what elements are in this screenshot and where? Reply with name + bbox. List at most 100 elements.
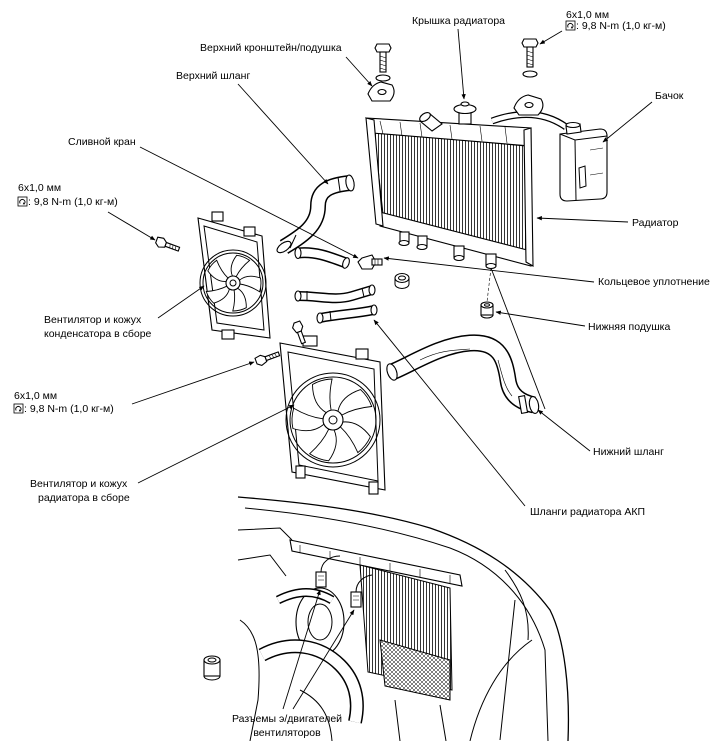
bolt-radiator-shroud	[254, 351, 281, 366]
leader-reservoir	[602, 101, 653, 143]
label-condenser-fan-line1: Вентилятор и кожух	[44, 314, 142, 326]
radiator-fan-shroud-assembly	[279, 335, 386, 495]
torque-bolt-size: 6x1,0 мм	[18, 182, 61, 194]
leader-lines	[107, 28, 653, 710]
reservoir-tank	[490, 110, 608, 202]
shroud-leg	[295, 465, 306, 479]
hose-end	[386, 363, 398, 381]
shroud-tab	[221, 329, 235, 340]
label-reservoir: Бачок	[655, 90, 684, 102]
fan-ring	[289, 376, 377, 464]
fan-blade	[238, 275, 262, 293]
reservoir-front-edge	[574, 139, 577, 201]
upper-cushion	[522, 70, 538, 78]
fan-blade	[339, 421, 371, 454]
torque-value: : 9,8 N-m (1,0 кг-м)	[24, 403, 114, 415]
leader-torque-left	[107, 211, 156, 241]
leader-torque-lower	[131, 361, 255, 405]
leader-lower-hose	[537, 409, 591, 452]
reservoir-cap-top	[565, 121, 581, 129]
body-inner-edge	[244, 507, 549, 741]
radiator-left-side	[365, 117, 384, 227]
fan-motor-connector	[350, 574, 373, 608]
torque-wrench-icon	[565, 20, 576, 31]
leader-radiator-cap	[457, 28, 466, 100]
labels: Крышка радиатора 6x1,0 мм : 9,8 N-m (1,0…	[13, 9, 710, 739]
label-radiator-fan-line1: Вентилятор и кожух	[30, 478, 128, 490]
torque-bolt-size: 6x1,0 мм	[14, 390, 57, 402]
torque-value: : 9,8 N-m (1,0 кг-м)	[576, 20, 666, 32]
upper-bracket-right	[513, 38, 544, 116]
label-upper-hose: Верхний шланг	[176, 70, 250, 82]
torque-bolt-size: 6x1,0 мм	[566, 9, 609, 21]
fan-ring	[285, 372, 381, 468]
label-radiator: Радиатор	[632, 217, 679, 229]
leader-lower-hose-2	[490, 267, 546, 410]
leader-radiator-fan	[137, 404, 295, 484]
bumper-edge	[469, 639, 533, 741]
leader-drain-plug	[139, 146, 359, 259]
fan-motor-connector	[315, 555, 341, 588]
fan-ring	[199, 249, 267, 317]
hose-clamp	[289, 176, 341, 249]
bolt-radiator-shroud-upper	[292, 320, 307, 345]
hose-end	[276, 240, 292, 254]
fan-blade	[207, 259, 229, 282]
fan-blade	[230, 254, 251, 278]
leader-radiator	[536, 216, 629, 223]
radiator-support-bar	[289, 539, 463, 587]
fan-blades	[205, 254, 262, 312]
torque-value: : 9,8 N-m (1,0 кг-м)	[28, 196, 118, 208]
bypass-hose	[294, 246, 350, 269]
o-ring	[394, 272, 410, 289]
lower-hose	[386, 334, 540, 415]
condenser-fan-shroud-assembly	[197, 211, 271, 340]
engine-bay-view	[203, 496, 570, 741]
reservoir-body	[559, 128, 608, 202]
hose-clamp	[518, 394, 529, 415]
fan-blade	[205, 285, 230, 304]
torque-wrench-icon	[17, 196, 28, 207]
fan-blade	[337, 389, 373, 416]
leader-connector-2	[292, 609, 355, 710]
atf-cooler-hoses	[294, 284, 378, 324]
drain-plug	[357, 254, 383, 270]
upper-cushion	[375, 74, 391, 82]
bolt-condenser-shroud	[155, 236, 181, 252]
bay-hose	[258, 639, 364, 724]
fan-blade	[312, 378, 333, 414]
label-fan-connectors-line1: Разъемы э/двигателей	[232, 713, 342, 725]
fan-motor-hub	[322, 409, 344, 431]
leader-condenser-fan	[157, 285, 205, 319]
label-radiator-fan-line2: радиатора в сборе	[38, 492, 130, 504]
label-drain-plug: Сливной кран	[68, 136, 136, 148]
fan-blade	[232, 287, 247, 312]
hose-clamp	[306, 287, 365, 322]
leader-upper-bracket	[345, 56, 373, 87]
shroud-tab	[355, 348, 369, 360]
label-lower-cushion: Нижняя подушка	[588, 321, 670, 333]
hood-opening-edge	[237, 496, 570, 741]
fan-motor-hub	[225, 275, 241, 291]
reservoir-level-mark	[578, 165, 587, 189]
assembly-line	[486, 267, 492, 303]
leader-lower-cushion	[495, 310, 586, 327]
shroud-tab	[243, 226, 256, 237]
radiator-cap-knob	[460, 101, 470, 107]
bolt-head	[374, 43, 392, 53]
label-lower-hose: Нижний шланг	[593, 446, 664, 458]
radiator	[365, 101, 534, 270]
label-upper-bracket-cushion: Верхний кронштейн/подушка	[200, 42, 342, 54]
label-fan-connectors-line2: вентиляторов	[253, 727, 321, 739]
shroud-tab	[211, 211, 224, 222]
lower-cushion	[480, 301, 494, 319]
fan-blade	[308, 428, 337, 462]
bay-grille	[379, 639, 451, 701]
fan-blade	[291, 407, 325, 432]
label-condenser-fan-line2: конденсатора в сборе	[44, 328, 152, 340]
leader-upper-hose	[237, 83, 329, 185]
fan-ring	[202, 252, 264, 314]
upper-hose	[276, 174, 355, 254]
upper-bracket-left	[367, 43, 395, 102]
